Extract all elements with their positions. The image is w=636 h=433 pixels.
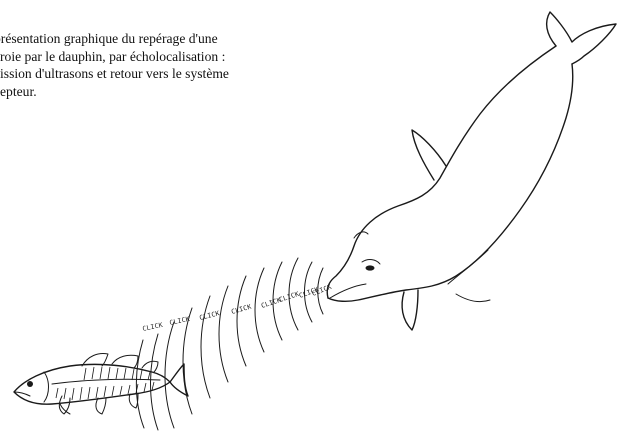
click-label: CLICK xyxy=(311,283,333,298)
ultrasound-waves xyxy=(136,258,323,430)
click-label: CLICK xyxy=(230,303,252,316)
prey-fish xyxy=(14,354,188,415)
click-label: CLICK xyxy=(199,309,221,322)
click-label: CLICK xyxy=(142,321,164,333)
dolphin xyxy=(327,12,616,330)
